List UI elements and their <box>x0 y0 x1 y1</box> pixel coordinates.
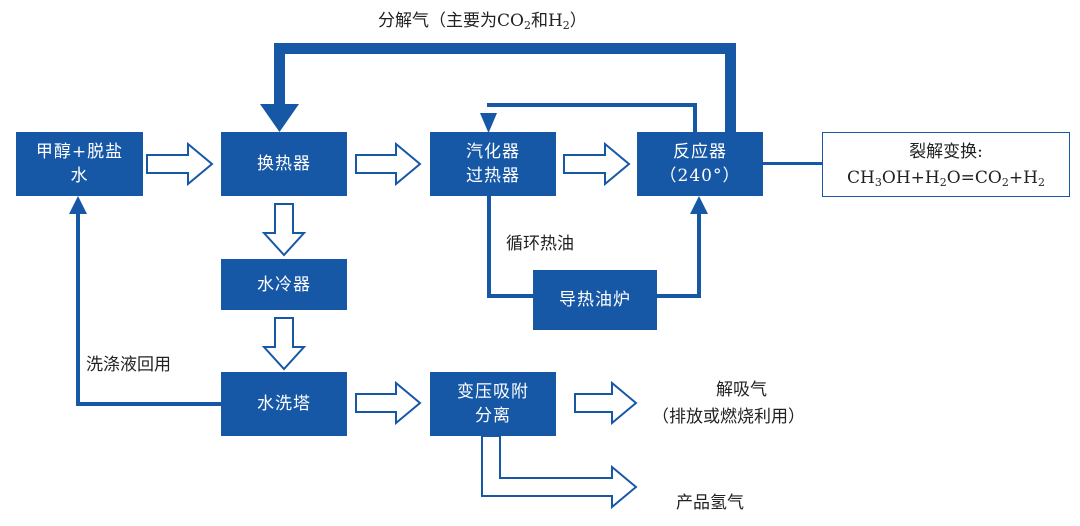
box-psa: 变压吸附 分离 <box>430 372 556 436</box>
box-vaporizer-line2: 过热器 <box>466 166 520 186</box>
recycle-line-top <box>274 43 736 54</box>
connector-lines <box>69 43 823 406</box>
box-psa-line1: 变压吸附 <box>457 382 529 402</box>
equation-formula: CH3OH+H2O=CO2+H2 <box>847 165 1045 191</box>
eq-sub-2b: 2 <box>1001 175 1009 189</box>
equation-connector <box>763 162 823 165</box>
eq-part-c: O=CO <box>946 167 1002 188</box>
arrow-vaporizer-to-reactor <box>563 141 631 187</box>
oil-arrowhead-up <box>690 196 708 214</box>
oil-line-bottom-left <box>487 294 535 298</box>
box-reactor-line1: 反应器 <box>673 142 727 162</box>
arrow-psa-to-desorption <box>574 380 638 426</box>
eq-sub-3: 3 <box>874 175 882 189</box>
box-methanol-water-line2: 水 <box>70 166 89 186</box>
wash-line-left <box>76 214 80 406</box>
box-reactor: 反应器 （240°） <box>637 132 763 196</box>
label-cracked-gas: 分解气（主要为CO2和H2） <box>378 6 587 31</box>
recycle-line-up <box>725 43 736 135</box>
equation-title: 裂解变换: <box>909 141 983 162</box>
label-cracked-gas-prefix: 分解气（主要为CO <box>378 11 524 31</box>
eq-sub-2a: 2 <box>939 175 947 189</box>
box-oil-furnace-label: 导热油炉 <box>559 290 631 310</box>
box-wash-tower-label: 水洗塔 <box>257 394 311 414</box>
box-psa-line2: 分离 <box>475 406 511 426</box>
arrow-tower-to-psa <box>355 380 422 426</box>
arrow-cooler-to-tower <box>261 317 307 371</box>
box-water-cooler-label: 水冷器 <box>257 274 311 295</box>
equation-box: 裂解变换: CH3OH+H2O=CO2+H2 <box>822 132 1070 197</box>
box-methanol-water-line1: 甲醇+脱盐 <box>35 142 124 162</box>
oil-line-bottom-right <box>656 294 701 298</box>
box-water-cooler: 水冷器 <box>221 259 347 310</box>
wash-arrowhead-up <box>69 196 87 214</box>
oil-arrowhead-down <box>480 113 497 133</box>
label-cracked-gas-mid: 和H <box>530 11 563 31</box>
wash-line-bottom <box>76 402 221 406</box>
oil-line-right <box>697 212 701 298</box>
recycle-arrowhead <box>260 104 299 132</box>
eq-sub-2c: 2 <box>1037 175 1045 189</box>
oil-line-top-right <box>693 103 697 136</box>
box-heat-exchanger-label: 换热器 <box>257 154 311 174</box>
arrow-psa-to-hydrogen <box>481 435 638 510</box>
arrow-exchanger-to-vaporizer <box>355 141 422 187</box>
label-circulating-oil: 循环热油 <box>506 234 574 254</box>
box-vaporizer-line1: 汽化器 <box>466 142 520 162</box>
box-oil-furnace: 导热油炉 <box>533 270 657 330</box>
label-desorption-gas: 解吸气 <box>716 380 767 400</box>
label-product-hydrogen: 产品氢气 <box>676 493 744 513</box>
label-wash-liquid: 洗涤液回用 <box>86 355 171 375</box>
label-cracked-gas-sub2: 2 <box>562 19 570 32</box>
oil-line-top <box>487 103 697 107</box>
arrow-feed-to-exchanger <box>146 141 214 187</box>
label-cracked-gas-sub1: 2 <box>523 19 531 32</box>
eq-part-a: CH <box>847 167 875 188</box>
box-reactor-line2: （240°） <box>659 166 741 186</box>
box-wash-tower: 水洗塔 <box>221 372 347 436</box>
eq-part-b: OH+H <box>881 167 940 188</box>
hollow-arrows <box>146 141 638 510</box>
box-heat-exchanger: 换热器 <box>221 132 347 196</box>
arrow-exchanger-to-cooler <box>261 203 307 257</box>
box-vaporizer: 汽化器 过热器 <box>430 132 556 196</box>
label-desorption-use: （排放或燃烧利用） <box>652 407 805 427</box>
box-methanol-water: 甲醇+脱盐 水 <box>16 132 143 196</box>
eq-part-d: +H <box>1008 167 1038 188</box>
oil-line-left <box>487 196 491 298</box>
label-cracked-gas-suffix: ） <box>569 11 587 31</box>
recycle-line-down <box>274 43 285 105</box>
